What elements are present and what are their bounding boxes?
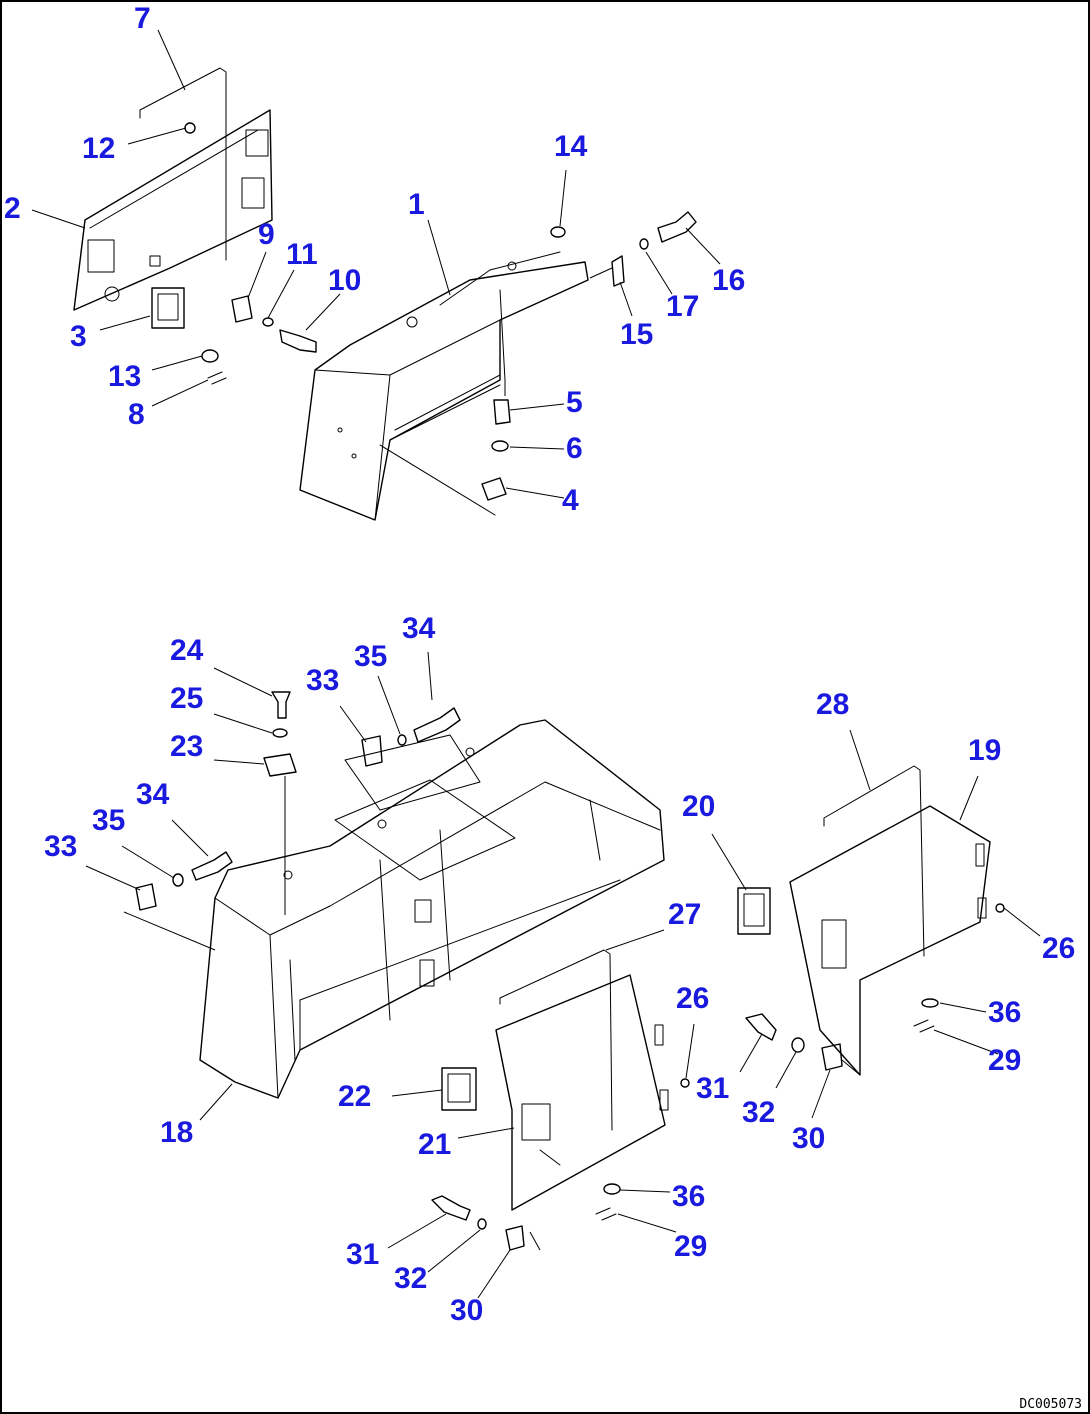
callout-12: 12 [82,132,115,165]
callout-14: 14 [554,130,588,163]
callout-26-upper: 26 [1042,932,1075,965]
part-25-washer [272,728,288,738]
part-5-bolt [493,399,511,425]
callout-31-upper: 31 [696,1072,729,1105]
callout-18: 18 [160,1116,193,1149]
part-10-bolt [279,329,317,353]
part-18-frame [199,719,665,1099]
callout-36-lower: 36 [672,1180,705,1213]
callout-32-upper: 32 [742,1096,775,1129]
part-29-pin-lower [595,1207,617,1221]
part-17-washer [639,238,649,250]
upper-assembly [73,67,697,521]
callout-22: 22 [338,1080,371,1113]
callout-34-lower: 34 [136,778,170,811]
callout-9: 9 [258,218,275,251]
part-26-nut-lower [680,1078,690,1088]
callout-34-upper: 34 [402,612,436,645]
callout-4: 4 [562,484,579,517]
part-1-cover [299,251,589,521]
callout-24: 24 [170,634,204,667]
part-31-bolt-lower [431,1195,471,1221]
part-36-washer-upper [921,998,939,1008]
part-24-bolt [271,691,291,719]
callout-17: 17 [666,290,699,323]
part-19-door [789,805,991,1076]
drawing-id: DC005073 [1019,1397,1082,1412]
part-13-washer [201,349,219,363]
callout-23: 23 [170,730,203,763]
callout-31-lower: 31 [346,1238,379,1271]
part-12-nut [184,122,196,134]
part-35-washer-upper [397,734,407,746]
callout-2: 2 [4,192,21,225]
part-9-clip [231,295,253,323]
part-36-washer-lower [603,1183,621,1195]
callout-30-lower: 30 [450,1294,483,1327]
part-26-nut-upper [995,903,1005,913]
part-11-washer [262,317,274,327]
part-30-clip-lower [505,1225,525,1251]
callout-35-upper: 35 [354,640,387,673]
callout-30-upper: 30 [792,1122,825,1155]
callout-26-lower: 26 [676,982,709,1015]
callout-5: 5 [566,386,583,419]
callout-10: 10 [328,264,361,297]
callout-6: 6 [566,432,583,465]
part-2-side-panel [73,109,273,311]
part-33-bracket-upper [361,735,383,767]
callout-19: 19 [968,734,1001,767]
callout-29-lower: 29 [674,1230,707,1263]
callout-21: 21 [418,1128,451,1161]
part-34-bolt-upper [413,707,461,743]
callout-29-upper: 29 [988,1044,1021,1077]
callout-15: 15 [620,318,653,351]
callout-labels: 7 12 2 9 11 10 3 13 8 14 1 16 17 15 5 6 … [4,2,1075,1327]
part-15-bracket [611,255,625,287]
callout-7: 7 [134,2,151,35]
callout-11: 11 [286,238,318,271]
leader-lines [31,29,1041,1299]
part-29-pin-upper [913,1019,935,1033]
callout-27: 27 [668,898,701,931]
callout-8: 8 [128,398,145,431]
callout-16: 16 [712,264,745,297]
part-22-latch [441,1067,477,1111]
part-7-rod [139,67,227,261]
lower-assembly [123,691,1005,1251]
part-23-clip [263,753,297,777]
callout-35-lower: 35 [92,804,125,837]
part-4-clip [481,477,507,501]
part-31-bolt-upper [745,1013,777,1041]
part-14-grommet [550,226,566,238]
part-32-washer-upper [791,1037,805,1053]
callout-28: 28 [816,688,849,721]
part-32-washer-lower [477,1218,487,1230]
callout-36-upper: 36 [988,996,1021,1029]
callout-32-lower: 32 [394,1262,427,1295]
part-33-bracket-lower [135,883,157,911]
callout-33-lower: 33 [44,830,77,863]
callout-3: 3 [70,320,87,353]
part-27-rod [499,949,613,1131]
callout-33-upper: 33 [306,664,339,697]
part-30-clip-upper [821,1043,843,1071]
part-20-latch [737,887,771,935]
part-21-door [495,974,669,1211]
part-34-bolt-lower [191,851,233,881]
part-3-latch [151,287,185,329]
callout-1: 1 [408,188,425,221]
callout-20: 20 [682,790,715,823]
part-6-washer [491,440,509,452]
part-16-bolt [657,211,697,243]
part-8-pin [207,371,227,385]
part-28-rod [823,765,925,957]
callout-25: 25 [170,682,203,715]
callout-13: 13 [108,360,141,393]
part-35-washer-lower [172,873,184,887]
